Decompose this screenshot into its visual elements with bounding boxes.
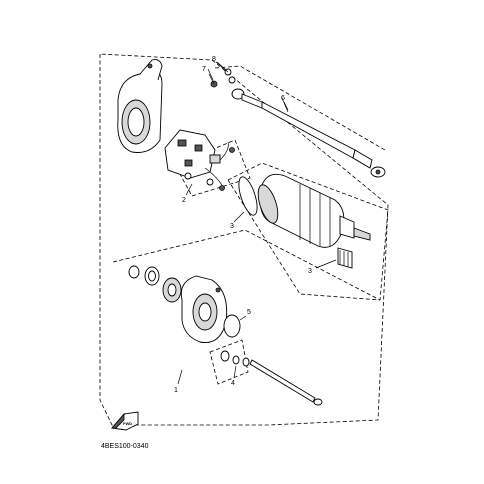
through-bolt: [249, 359, 323, 406]
callout-4: 4: [231, 380, 235, 387]
callout-7: 7: [202, 66, 206, 73]
o-ring-upper: [238, 176, 258, 216]
callout-8: 8: [212, 56, 216, 63]
lead-wire-outline: [214, 65, 386, 151]
o-ring-5: [223, 314, 241, 338]
callout-3a: 3: [230, 223, 234, 230]
callout-3b: 3: [308, 268, 312, 275]
rear-cover: [117, 59, 163, 153]
brush-holder-outline: [174, 139, 251, 197]
fwd-badge-text: FWD: [123, 421, 132, 426]
armature-shaft: [337, 247, 353, 269]
armature: [257, 173, 371, 248]
callout-1: 1: [174, 387, 178, 394]
diagram-code: 4BES100-0340: [101, 443, 149, 450]
nut-8: [215, 61, 236, 84]
callout-6: 6: [281, 95, 285, 102]
screw-7: [208, 73, 218, 88]
gear-group-outline: [112, 229, 381, 301]
bolt-group-outline: [209, 339, 249, 385]
armature-group-outline: [227, 162, 389, 301]
callout-2: 2: [182, 197, 186, 204]
front-direction-arrow-icon: FWD: [111, 411, 139, 431]
front-cover: [180, 275, 228, 344]
brush-holder: [164, 129, 235, 191]
lead-wire: [231, 88, 386, 178]
callout-5: 5: [247, 309, 251, 316]
leader-lines: [177, 61, 337, 385]
bolt-set-4: [220, 350, 250, 367]
